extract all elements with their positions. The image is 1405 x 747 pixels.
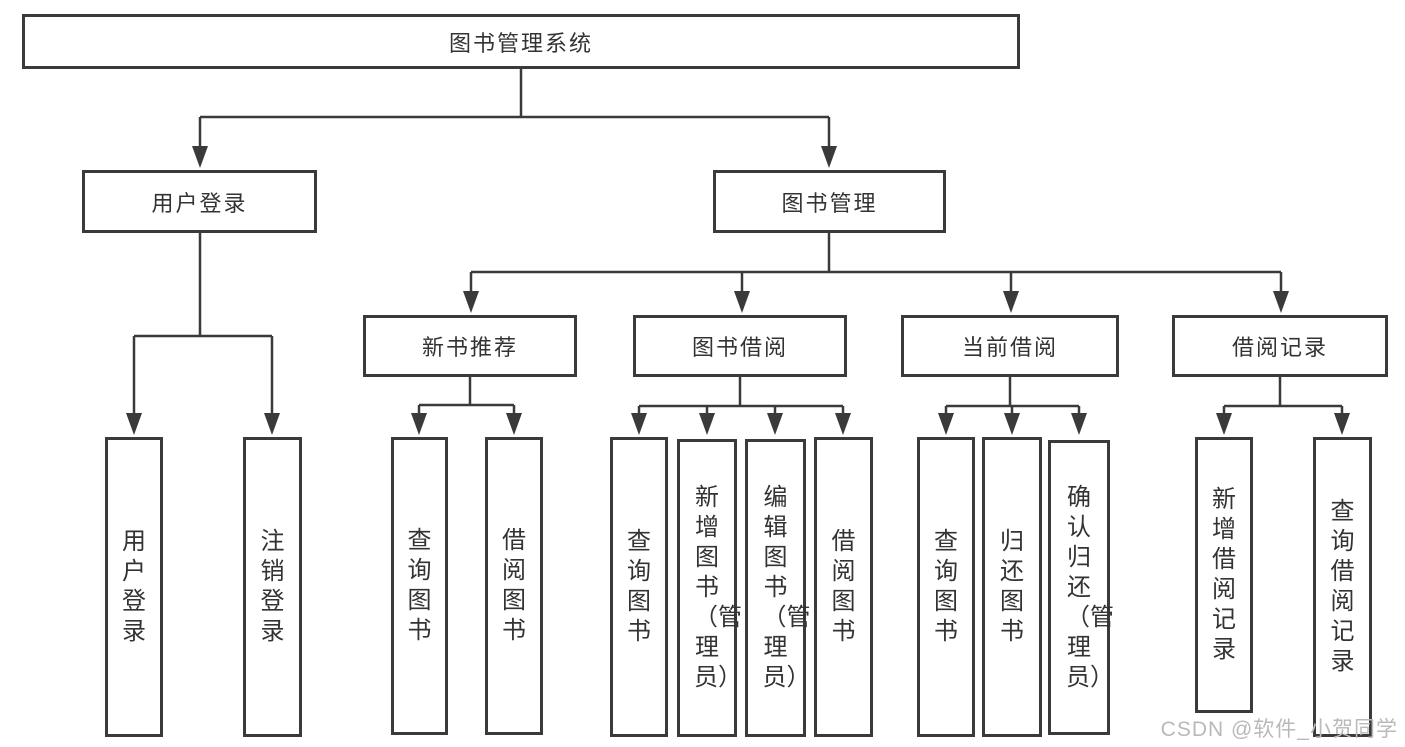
leaf-user-login-label: 用户登录 [122, 528, 146, 645]
leaf-add-book-admin-label: 新增图书（管理员） [694, 484, 742, 691]
leaf-borrow-book-2-label: 借阅图书 [831, 528, 856, 645]
leaf-edit-book-admin: 编辑图书（管理员） [745, 439, 811, 737]
leaf-query-book-3-label: 查询图书 [934, 528, 958, 645]
leaf-user-login: 用户登录 [105, 437, 163, 737]
node-borrow-record-label: 借阅记录 [1231, 335, 1328, 360]
node-new-book-rec-label: 新书推荐 [421, 335, 518, 360]
leaf-confirm-return-admin: 确认归还（管理员） [1048, 440, 1114, 735]
node-new-book-rec: 新书推荐 [363, 315, 577, 377]
leaf-return-book: 归还图书 [982, 437, 1042, 737]
connector-book-borrow-children [637, 377, 845, 415]
leaf-query-book-2: 查询图书 [610, 437, 668, 737]
node-user-login: 用户登录 [82, 170, 317, 233]
node-root: 图书管理系统 [22, 14, 1020, 69]
arrowhead [463, 291, 479, 313]
arrowhead [1216, 413, 1232, 435]
arrowhead [631, 413, 647, 435]
arrowhead [1334, 413, 1350, 435]
leaf-query-borrow-record-label: 查询借阅记录 [1330, 498, 1355, 675]
arrowhead [734, 291, 750, 313]
arrowhead [1004, 413, 1020, 435]
leaf-confirm-return-admin-label: 确认归还（管理员） [1066, 483, 1114, 691]
connector-current-borrow-children [944, 377, 1081, 415]
leaf-borrow-book-1: 借阅图书 [485, 437, 543, 735]
arrowhead [192, 146, 208, 168]
connector-root-to-level2 [198, 69, 831, 148]
leaf-borrow-book-2: 借阅图书 [814, 437, 873, 737]
arrowhead [1273, 291, 1289, 313]
arrowhead [767, 413, 783, 435]
arrowhead [506, 413, 522, 435]
csdn-watermark: CSDN @软件_小贺同学 [1160, 718, 1398, 741]
arrowhead [699, 413, 715, 435]
arrowhead [1071, 413, 1087, 435]
leaf-borrow-book-1-label: 借阅图书 [502, 527, 526, 644]
leaf-query-book-2-label: 查询图书 [627, 528, 651, 645]
node-root-label: 图书管理系统 [448, 30, 593, 56]
node-current-borrow-label: 当前借阅 [961, 335, 1058, 360]
leaf-logout: 注销登录 [243, 437, 302, 737]
leaf-add-book-admin: 新增图书（管理员） [677, 439, 742, 737]
leaf-query-borrow-record: 查询借阅记录 [1313, 437, 1372, 737]
node-current-borrow: 当前借阅 [901, 315, 1119, 377]
leaf-query-book-3: 查询图书 [917, 437, 975, 737]
leaf-logout-label: 注销登录 [260, 528, 285, 645]
node-borrow-record: 借阅记录 [1172, 315, 1388, 377]
arrowhead [126, 413, 142, 435]
leaf-query-book-1: 查询图书 [391, 437, 448, 735]
leaf-add-borrow-record: 新增借阅记录 [1195, 437, 1253, 713]
arrowhead [1003, 291, 1019, 313]
connector-borrow-record-children [1222, 377, 1344, 415]
leaf-query-book-1-label: 查询图书 [407, 527, 432, 644]
connector-book-mgmt-children [469, 233, 1283, 293]
leaf-return-book-label: 归还图书 [1000, 528, 1024, 645]
node-book-mgmt: 图书管理 [713, 170, 946, 233]
node-book-mgmt-label: 图书管理 [781, 190, 878, 216]
arrowheads [126, 146, 1350, 435]
arrowhead [264, 413, 280, 435]
leaf-add-borrow-record-label: 新增借阅记录 [1212, 486, 1236, 663]
node-user-login-label: 用户登录 [151, 190, 248, 216]
arrowhead [835, 413, 851, 435]
arrowhead [938, 413, 954, 435]
connector-new-book-children [417, 377, 516, 415]
connector-user-login-children [132, 233, 274, 415]
arrowhead [821, 146, 837, 168]
node-book-borrow: 图书借阅 [633, 315, 847, 377]
arrowhead [411, 413, 427, 435]
node-book-borrow-label: 图书借阅 [691, 335, 788, 360]
leaf-edit-book-admin-label: 编辑图书（管理员） [762, 484, 811, 691]
